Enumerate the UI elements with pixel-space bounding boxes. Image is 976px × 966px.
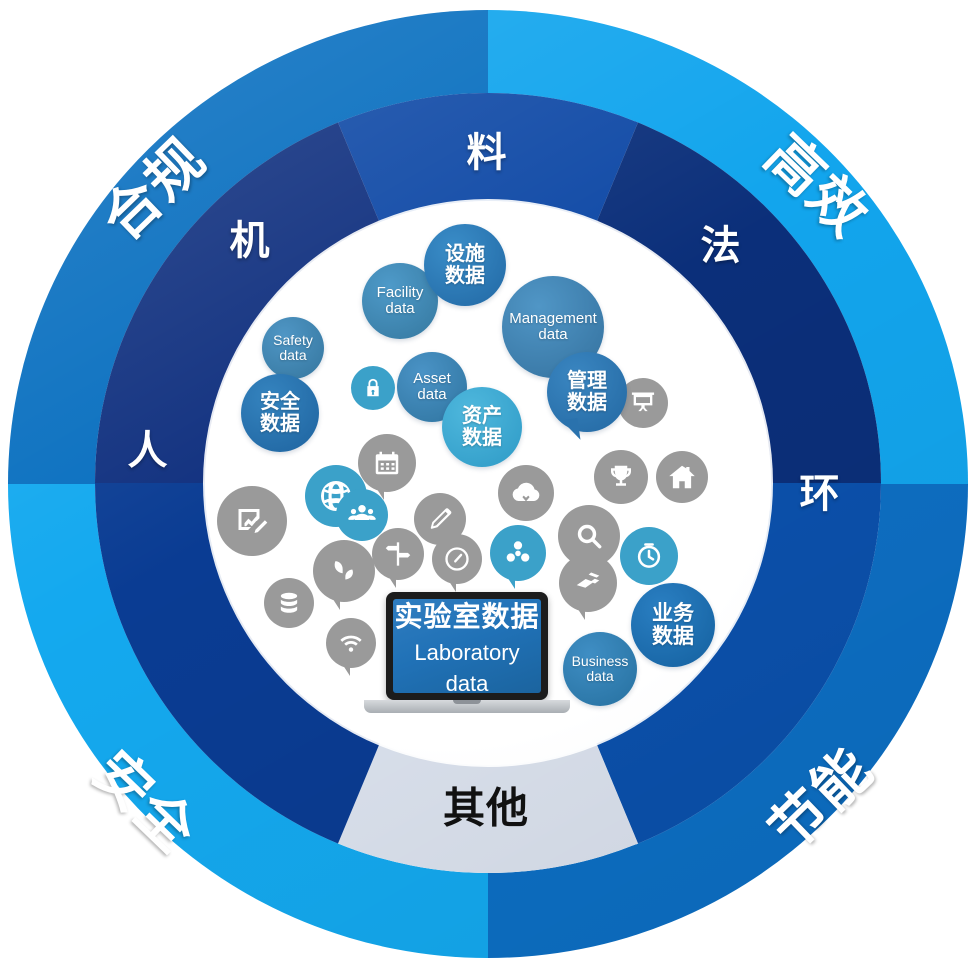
- trophy-icon: [594, 450, 648, 504]
- bubble-safety-data-cn[interactable]: 安全 数据: [241, 374, 319, 452]
- people-icon: [336, 489, 388, 541]
- layers-icon: [559, 554, 617, 620]
- laptop-lid: 实验室数据 Laboratory data: [386, 592, 548, 700]
- lock-icon: [351, 366, 395, 410]
- calendar-icon: [358, 434, 416, 500]
- bubble-business-data-cn[interactable]: 业务 数据: [631, 583, 715, 667]
- sprout-icon: [313, 540, 375, 610]
- laptop-laboratory-data[interactable]: 实验室数据 Laboratory data: [364, 592, 570, 713]
- home-icon: [656, 451, 708, 503]
- laptop-base: [364, 700, 570, 713]
- biohazard-icon: [490, 525, 546, 589]
- laptop-screen: 实验室数据 Laboratory data: [393, 599, 541, 696]
- laptop-title-en-line2: data: [445, 671, 489, 696]
- bubble-facility-data-cn[interactable]: 设施 数据: [424, 224, 506, 306]
- timer-icon: [620, 527, 678, 585]
- laptop-title-en-line1: Laboratory: [414, 639, 520, 665]
- gauge-icon: [432, 534, 482, 592]
- cloud-download-icon: [498, 465, 554, 521]
- database-icon: [264, 578, 314, 628]
- bubble-safety-data-en[interactable]: Safety data: [262, 317, 324, 379]
- bubble-asset-data-cn[interactable]: 资产 数据: [442, 387, 522, 467]
- chart-edit-icon: [217, 486, 287, 556]
- bubble-asset-data-en[interactable]: Asset data: [397, 352, 467, 422]
- bubble-management-data-cn[interactable]: 管理 数据: [547, 352, 627, 432]
- wifi-icon: [326, 618, 376, 676]
- bubble-business-data-en[interactable]: Business data: [563, 632, 637, 706]
- laptop-title-cn: 实验室数据: [394, 599, 540, 633]
- signpost-icon: [372, 528, 424, 588]
